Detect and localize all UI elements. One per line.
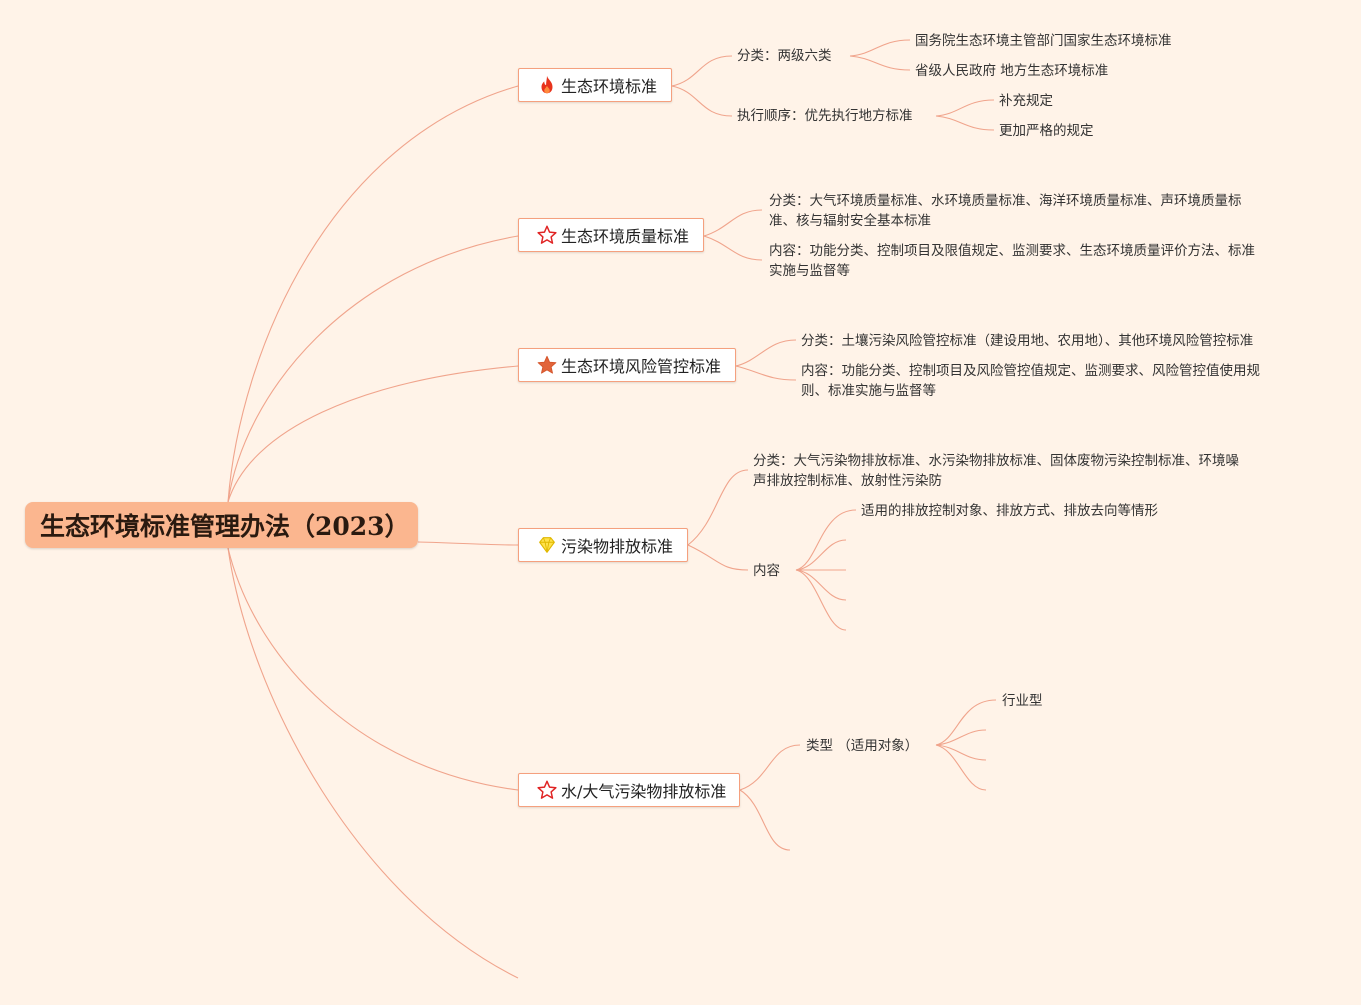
node-water-air-emission-standard[interactable]: 水/大气污染物排放标准 — [518, 773, 740, 807]
node-label: 水/大气污染物排放标准 — [561, 782, 727, 801]
node3-content[interactable]: 内容：功能分类、控制项目及风险管控值规定、监测要求、风险管控值使用规则、标准实施… — [801, 363, 1260, 399]
node-pollutant-emission-standard[interactable]: 污染物排放标准 — [518, 528, 688, 562]
node3-classification[interactable]: 分类：土壤污染风险管控标准（建设用地、农用地）、其他环境风险管控标准 — [801, 333, 1254, 349]
node4-classification[interactable]: 分类：大气污染物排放标准、水污染物排放标准、固体废物污染控制标准、环境噪声排放控… — [753, 453, 1239, 489]
node1-supplement-rule[interactable]: 补充规定 — [999, 93, 1053, 109]
node-label: 生态环境风险管控标准 — [561, 357, 722, 376]
node-label: 生态环境标准 — [561, 77, 658, 96]
node2-content[interactable]: 内容：功能分类、控制项目及限值规定、监测要求、生态环境质量评价方法、标准实施与监… — [769, 243, 1255, 279]
star-outline-icon — [536, 779, 558, 801]
node-label: 生态环境质量标准 — [561, 227, 690, 246]
node-eco-env-quality-standard[interactable]: 生态环境质量标准 — [518, 218, 704, 252]
star-outline-icon — [536, 224, 558, 246]
node-label: 污染物排放标准 — [561, 537, 674, 556]
node1-national-standard[interactable]: 国务院生态环境主管部门国家生态环境标准 — [915, 33, 1172, 49]
node4-content[interactable]: 内容 — [753, 563, 780, 579]
root-topic[interactable]: 生态环境标准管理办法（2023） — [25, 502, 418, 548]
fire-icon — [536, 74, 558, 96]
root-title: 生态环境标准管理办法（2023） — [40, 512, 410, 541]
node1-execution-order[interactable]: 执行顺序：优先执行地方标准 — [737, 108, 913, 124]
node1-local-standard[interactable]: 省级人民政府 地方生态环境标准 — [915, 63, 1109, 79]
node5-type[interactable]: 类型 （适用对象） — [806, 738, 919, 754]
node5-industry-type[interactable]: 行业型 — [1002, 693, 1043, 709]
diamond-icon — [536, 534, 558, 556]
node2-classification[interactable]: 分类：大气环境质量标准、水环境质量标准、海洋环境质量标准、声环境质量标准、核与辐… — [769, 193, 1242, 229]
node1-stricter-rule[interactable]: 更加严格的规定 — [999, 123, 1094, 139]
node1-classification[interactable]: 分类：两级六类 — [737, 48, 832, 64]
node-eco-env-risk-standard[interactable]: 生态环境风险管控标准 — [518, 348, 736, 382]
node4-content-scope[interactable]: 适用的排放控制对象、排放方式、排放去向等情形 — [861, 503, 1158, 519]
star-filled-icon — [536, 354, 558, 376]
node-eco-env-standard[interactable]: 生态环境标准 — [518, 68, 672, 102]
